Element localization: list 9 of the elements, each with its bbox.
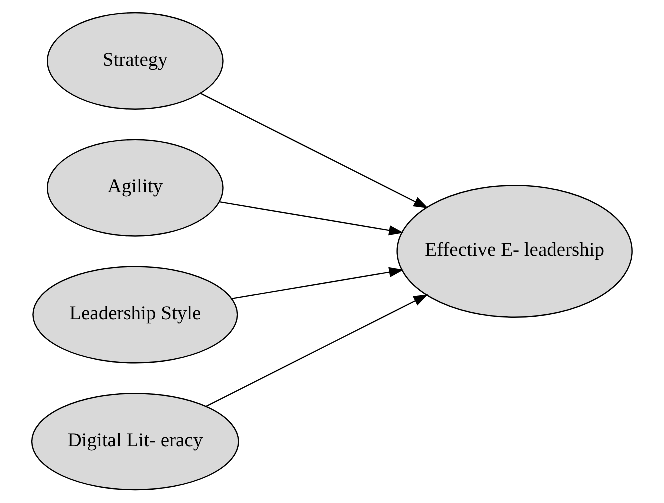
node-ellipse: Effective E- leadership xyxy=(396,185,633,318)
node-ellipse: Agility xyxy=(46,139,224,237)
node-ellipse: Digital Lit- eracy xyxy=(31,393,240,491)
arrow xyxy=(200,93,429,209)
node-ellipse: Leadership Style xyxy=(32,266,238,364)
arrow xyxy=(220,201,404,236)
node-ellipse: Strategy xyxy=(46,12,224,110)
arrow xyxy=(206,294,428,407)
arrow xyxy=(232,267,404,300)
